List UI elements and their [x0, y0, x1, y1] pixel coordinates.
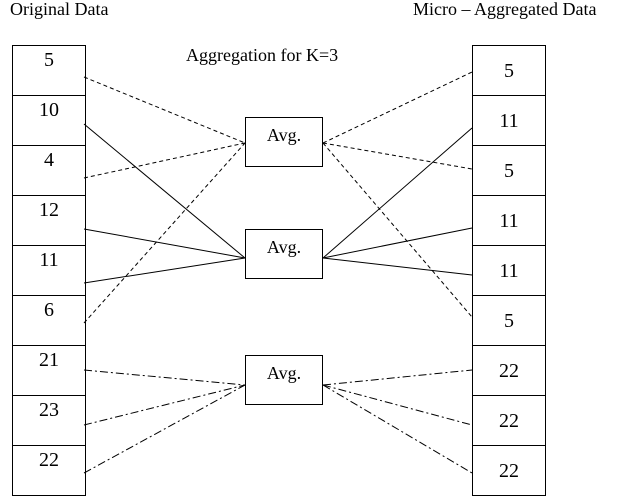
connector-line [322, 227, 473, 259]
original-cell: 5 [13, 46, 85, 96]
aggregated-cell: 11 [473, 196, 545, 246]
aggregated-data-column: 5 11 5 11 11 5 22 22 22 [472, 45, 546, 496]
connector-line [322, 384, 473, 474]
connector-line [322, 142, 473, 318]
connector-line [83, 384, 246, 474]
original-data-column: 5 10 4 12 11 6 21 23 22 [12, 45, 86, 496]
connector-line [322, 142, 473, 170]
original-cell: 11 [13, 246, 85, 296]
aggregated-cell: 22 [473, 346, 545, 396]
connector-line [322, 71, 473, 144]
connector-line [83, 228, 246, 259]
original-cell: 12 [13, 196, 85, 246]
connector-line [83, 142, 246, 324]
original-cell: 22 [13, 446, 85, 496]
connector-line [322, 384, 473, 426]
original-cell: 10 [13, 96, 85, 146]
aggregated-cell: 22 [473, 396, 545, 446]
connector-line [83, 142, 246, 179]
micro-aggregated-data-heading: Micro – Aggregated Data [413, 0, 597, 19]
connector-line [322, 127, 473, 259]
aggregated-cell: 22 [473, 446, 545, 496]
original-cell: 4 [13, 146, 85, 196]
aggregated-cell: 5 [473, 46, 545, 96]
avg-box: Avg. [245, 229, 323, 279]
original-cell: 21 [13, 346, 85, 396]
original-cell: 6 [13, 296, 85, 346]
avg-box: Avg. [245, 355, 323, 405]
connector-line [83, 123, 246, 259]
aggregated-cell: 5 [473, 296, 545, 346]
connector-line [322, 369, 473, 386]
avg-box: Avg. [245, 117, 323, 167]
connector-line [83, 384, 246, 426]
original-cell: 23 [13, 396, 85, 446]
aggregation-label: Aggregation for K=3 [186, 45, 339, 65]
aggregated-cell: 11 [473, 246, 545, 296]
aggregated-cell: 11 [473, 96, 545, 146]
connector-line [322, 257, 473, 276]
connector-line [83, 369, 246, 386]
connector-line [83, 76, 246, 144]
original-data-heading: Original Data [10, 0, 109, 19]
connector-line [83, 257, 246, 284]
aggregated-cell: 5 [473, 146, 545, 196]
